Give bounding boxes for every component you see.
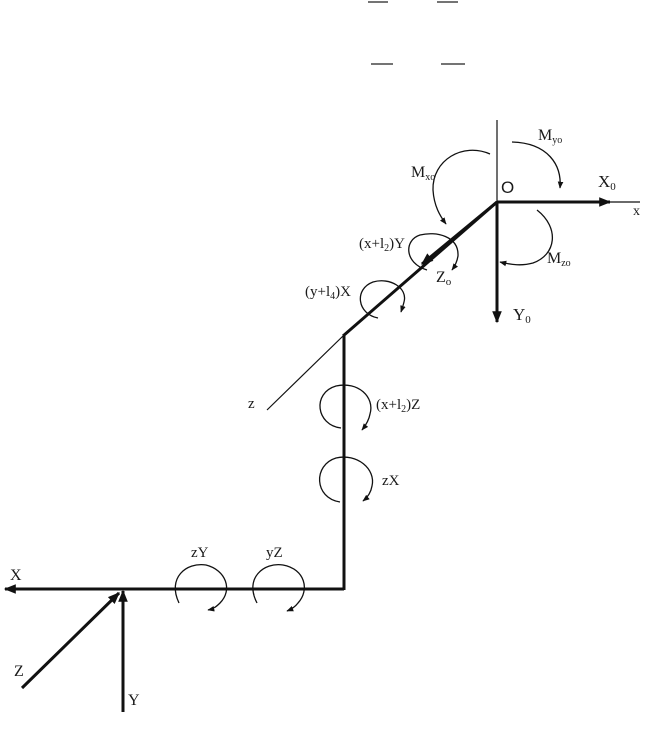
z0-axis-arrow: [421, 200, 498, 266]
y-axis-label-bottom: Y: [128, 692, 140, 709]
moment-y-l4-X-label: (y+l4)X: [305, 284, 351, 302]
moment-zX-arc: [318, 456, 374, 503]
moment-zY-arc: [174, 564, 228, 612]
global-axes-bottom: [3, 584, 128, 712]
z-axis-label-bottom: Z: [14, 663, 24, 680]
moment-mzo-label: Mzo: [547, 250, 571, 269]
moment-arcs: [174, 141, 564, 612]
y0-axis-label: Y0: [513, 305, 531, 326]
moment-yZ-arc: [252, 564, 305, 612]
moment-x-l2-Z-arc: [319, 384, 372, 431]
moment-y-l4-X-arc: [359, 280, 406, 319]
moment-mxo-label: Mxo: [411, 164, 435, 183]
moment-zX-label: zX: [382, 473, 400, 489]
z0-axis-label: Zo: [436, 269, 452, 288]
moment-x-l2-Y-label: (x+l2)Y: [359, 236, 405, 254]
moment-mxo-arc: [432, 149, 491, 225]
moment-myo-label: Myo: [538, 127, 562, 146]
x-axis-label-top: x: [633, 204, 640, 219]
x-axis-label-bottom: X: [10, 567, 22, 584]
z-axis-arrow: [20, 591, 121, 690]
labels: O X0 x Y0 Zo z Mxo Myo Mzo (x+l2)Y (y+l4…: [10, 127, 640, 709]
moment-zY-label: zY: [191, 545, 209, 561]
top-fraction-bars: [368, 1, 465, 65]
x0-axis-label: X0: [598, 172, 616, 193]
z-axis-label: z: [248, 396, 255, 412]
moment-mzo-arc: [499, 209, 554, 267]
z-axis-extension: [266, 335, 344, 411]
moment-x-l2-Z-label: (x+l2)Z: [376, 397, 420, 415]
reference-axes-top: [492, 120, 640, 324]
moment-x-l2-Y-arc: [408, 233, 459, 271]
moment-yZ-label: yZ: [266, 545, 283, 561]
moment-myo-arc: [511, 141, 564, 189]
origin-label: O: [501, 178, 514, 197]
member-structure: [123, 200, 498, 591]
